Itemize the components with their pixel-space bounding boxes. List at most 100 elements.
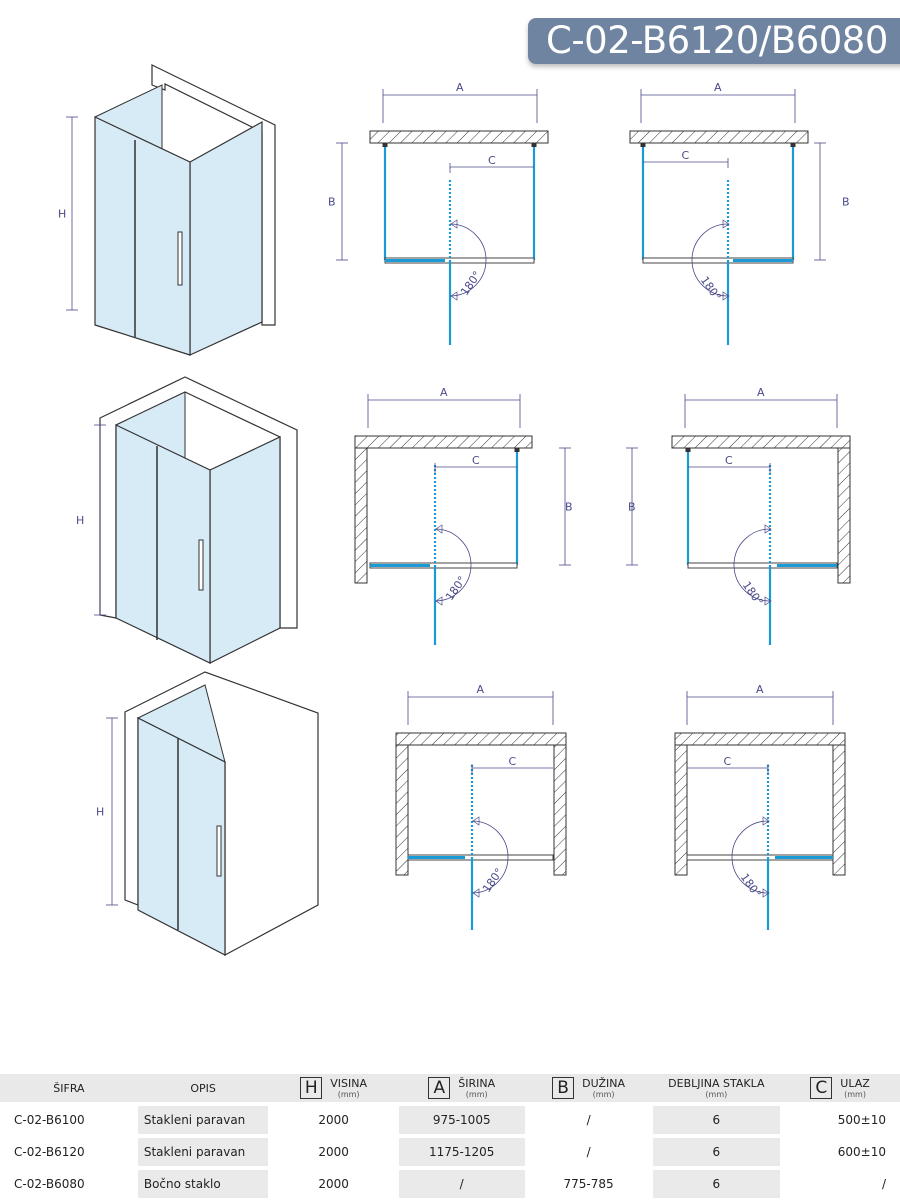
angle-label: 180° bbox=[698, 274, 724, 303]
angle-label: 180° bbox=[458, 269, 484, 298]
technical-drawings: HHH ABC180°ABC180°ABC180°ABC180°AC180°AC… bbox=[58, 64, 851, 957]
wall-left bbox=[354, 447, 368, 584]
table-cell: 2000 bbox=[268, 1138, 399, 1166]
arrow-icon bbox=[472, 816, 480, 826]
swing-arc bbox=[691, 223, 729, 297]
iso-view-2: H bbox=[76, 376, 298, 664]
header-label: OPIS bbox=[190, 1081, 216, 1095]
table-cell: C-02-B6100 bbox=[0, 1106, 138, 1134]
table-cell: 2000 bbox=[268, 1170, 399, 1198]
table-cell: C-02-B6120 bbox=[0, 1138, 138, 1166]
dimension-label-h: H bbox=[58, 208, 66, 221]
side-glass-panel bbox=[209, 436, 281, 664]
front-glass-panel bbox=[115, 424, 211, 664]
table-cell: / bbox=[780, 1170, 900, 1198]
wall-right bbox=[837, 447, 851, 584]
angle-label: 180° bbox=[443, 574, 469, 603]
dimension-label-a: A bbox=[757, 386, 765, 399]
dimension-label-a: A bbox=[714, 81, 722, 94]
table-cell: Stakleni paravan bbox=[137, 1138, 269, 1166]
table-cell: 6 bbox=[652, 1170, 781, 1198]
floor-plan-6: A C 180° bbox=[674, 683, 846, 930]
dimension-label-c: C bbox=[682, 149, 690, 162]
arrow-icon bbox=[764, 524, 772, 534]
wall-bracket bbox=[514, 448, 520, 452]
header-label: VISINA bbox=[330, 1077, 367, 1090]
table-cell: / bbox=[398, 1170, 525, 1198]
table-cell: 6 bbox=[652, 1138, 781, 1166]
table-cell: 1175-1205 bbox=[398, 1138, 525, 1166]
dimension-label-c: C bbox=[488, 154, 496, 167]
wall-back bbox=[671, 435, 851, 449]
dimension-label-b: B bbox=[565, 501, 573, 514]
dimension-label-c: C bbox=[725, 454, 733, 467]
table-cell: / bbox=[524, 1106, 653, 1134]
fixed-glass bbox=[408, 856, 465, 859]
dimension-label-b: B bbox=[628, 501, 636, 514]
wall-back bbox=[354, 435, 533, 449]
header-label: DEBLJINA STAKLA bbox=[668, 1077, 765, 1090]
door-handle bbox=[216, 825, 222, 877]
wall-left bbox=[395, 744, 409, 876]
iso-view-3: H bbox=[96, 671, 319, 957]
wall-back bbox=[395, 732, 567, 746]
angle-label: 180° bbox=[480, 866, 506, 895]
fixed-glass bbox=[385, 259, 445, 262]
swing-arc bbox=[471, 820, 509, 894]
iso-view-1: H bbox=[58, 64, 276, 356]
arrow-icon bbox=[764, 596, 772, 606]
symbol-box: A bbox=[428, 1077, 451, 1099]
front-glass-panel bbox=[137, 717, 226, 956]
arrow-icon bbox=[435, 596, 443, 606]
door-handle bbox=[177, 231, 183, 286]
symbol-box: C bbox=[810, 1077, 833, 1099]
product-code-badge: C-02-B6120/B6080 bbox=[528, 18, 900, 64]
dimension-label-h: H bbox=[96, 806, 104, 819]
dimension-label-a: A bbox=[440, 386, 448, 399]
arrow-icon bbox=[722, 291, 730, 301]
swing-arc bbox=[731, 820, 769, 894]
table-cell: 600±10 bbox=[780, 1138, 900, 1166]
table-cell: / bbox=[524, 1138, 653, 1166]
swing-arc bbox=[449, 223, 487, 297]
swing-arc bbox=[733, 528, 771, 602]
fixed-glass bbox=[775, 856, 833, 859]
header-unit: (mm) bbox=[705, 1090, 728, 1099]
dimension-label-a: A bbox=[477, 683, 485, 696]
fixed-glass bbox=[777, 564, 837, 567]
wall-left bbox=[674, 744, 688, 876]
floor-plan-2: A B C 180° bbox=[629, 81, 850, 345]
header-label: DUŽINA bbox=[582, 1077, 626, 1090]
wall-right bbox=[832, 744, 846, 876]
header-debljina: DEBLJINA STAKLA(mm) bbox=[652, 1074, 781, 1102]
front-glass-panel bbox=[94, 116, 191, 356]
header-unit: (mm) bbox=[465, 1090, 488, 1099]
header-unit: (mm) bbox=[592, 1090, 615, 1099]
dimension-label-b: B bbox=[842, 196, 850, 209]
dimension-label-b: B bbox=[328, 196, 336, 209]
table-cell: 6 bbox=[652, 1106, 781, 1134]
dimension-label-a: A bbox=[756, 683, 764, 696]
wall-bracket bbox=[531, 143, 537, 147]
header-sifra: ŠIFRA bbox=[0, 1074, 138, 1102]
table-cell: Bočno staklo bbox=[137, 1170, 269, 1198]
wall-back bbox=[629, 130, 809, 144]
header-label: ŠIRINA bbox=[458, 1077, 496, 1090]
arrow-icon bbox=[450, 219, 458, 229]
wall-back bbox=[369, 130, 549, 144]
dimension-label-c: C bbox=[724, 755, 732, 768]
header-sirina: A ŠIRINA(mm) bbox=[398, 1074, 525, 1102]
arrow-icon bbox=[472, 888, 480, 898]
angle-label: 180° bbox=[738, 871, 764, 900]
